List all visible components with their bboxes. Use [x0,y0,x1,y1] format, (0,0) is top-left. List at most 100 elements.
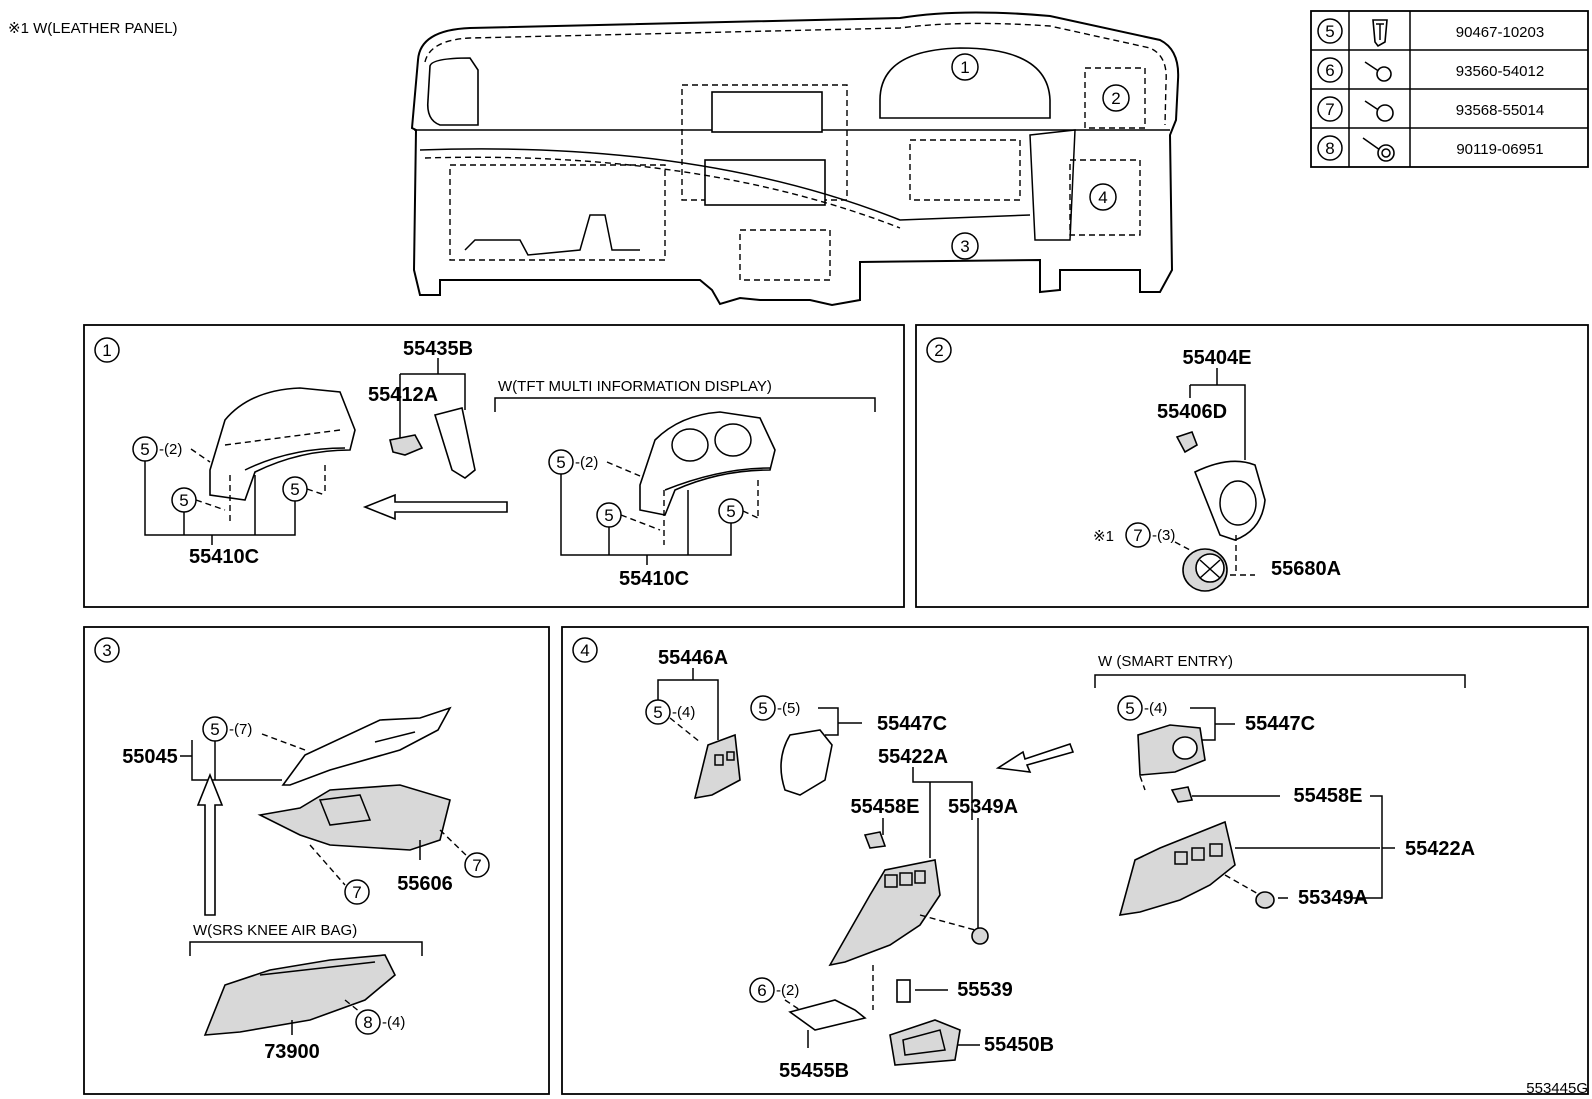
lower-cover-part [828,859,941,967]
cluster-panel-part [209,387,356,501]
callout-note-7-qty-3: ※1 7 -(3) [1093,522,1175,548]
bracket-part [788,999,867,1031]
leather-panel-note: ※1 W(LEATHER PANEL) [8,20,178,37]
part-label-55606: 55606 [397,873,453,895]
callout-5: 5 [596,502,622,528]
svg-text:-(4): -(4) [382,1014,405,1031]
svg-text:5: 5 [1325,22,1334,41]
callout-7: 7 [344,879,370,905]
svg-text:3: 3 [960,237,969,256]
svg-text:-(3): -(3) [1152,527,1175,544]
part-label-55435B: 55435B [403,338,473,360]
diagram-id: 553445G [1526,1080,1588,1097]
fastener-row-7: 7 93568-55014 [1317,96,1544,122]
panel-id: 1 [102,341,111,360]
screw-icon [1364,100,1394,122]
part-label-55410C: 55410C [619,568,689,590]
arrow-left [995,742,1075,773]
svg-text:7: 7 [1325,100,1334,119]
svg-text:7: 7 [472,856,481,875]
svg-text:6: 6 [757,981,766,1000]
svg-text:6: 6 [1325,61,1334,80]
fastener-part-number: 93568-55014 [1456,102,1544,119]
cluster-panel-tft-part [639,411,776,516]
callout-5-qty-2: 5 -(2) [548,449,598,475]
vent-bezel-part [1193,460,1266,541]
part-label-55680A: 55680A [1271,558,1341,580]
detail-panel-1: 1 5 -(2) 5 5 55410C 55435B 55412A [83,324,905,608]
arrow-up [196,772,224,916]
part-label-73900: 73900 [264,1041,320,1063]
part-label-55410C: 55410C [189,546,259,568]
svg-text:1: 1 [960,58,969,77]
lower-panel-part [281,706,452,786]
svg-text:5: 5 [726,502,735,521]
callout-5-qty-2: 5 -(2) [132,436,182,462]
svg-text:※1: ※1 [1093,528,1114,545]
part-label-55447C: 55447C [877,713,947,735]
panel-id: 4 [580,641,589,660]
callout-5: 5 [282,476,308,502]
variant-label-smart-entry: W (SMART ENTRY) [1098,653,1233,670]
variant-label-tft: W(TFT MULTI INFORMATION DISPLAY) [498,378,772,395]
fastener-row-8: 8 90119-06951 [1317,135,1544,162]
callout-5: 5 [171,487,197,513]
svg-text:8: 8 [1325,139,1334,158]
callout-6-qty-2: 6 -(2) [749,977,799,1003]
knee-airbag-part [203,954,396,1036]
glove-box-part [257,784,451,851]
fastener-row-6: 6 93560-54012 [1317,57,1544,83]
variant-label-knee-airbag: W(SRS KNEE AIR BAG) [193,922,357,939]
svg-text:-(4): -(4) [672,704,695,721]
svg-text:2: 2 [1111,89,1120,108]
svg-text:-(7): -(7) [229,721,252,738]
callout-5-qty-5: 5 -(5) [750,695,800,721]
part-label-55045: 55045 [122,746,178,768]
pocket-part [889,1019,961,1066]
clip-icon [1372,19,1388,48]
fastener-part-number: 93560-54012 [1456,63,1544,80]
part-label-55404E: 55404E [1183,347,1252,369]
part-label-55422A: 55422A [878,746,948,768]
part-label-55458E: 55458E [1294,785,1363,807]
panel-id: 2 [934,341,943,360]
svg-text:5: 5 [140,440,149,459]
detail-panel-4: 4 55446A 5 -(4) 5 -(5) 55447C 55422A 554 [561,626,1589,1095]
svg-text:-(4): -(4) [1144,700,1167,717]
panel-id: 3 [102,641,111,660]
svg-text:5: 5 [604,506,613,525]
svg-text:5: 5 [179,491,188,510]
switch-panel-part [693,733,741,800]
part-label-55447C: 55447C [1245,713,1315,735]
svg-text:8: 8 [363,1013,372,1032]
cover-part [780,729,833,796]
svg-text:-(5): -(5) [777,700,800,717]
part-label-55450B: 55450B [984,1034,1054,1056]
svg-text:7: 7 [1133,526,1142,545]
fastener-part-number: 90467-10203 [1456,24,1544,41]
part-label-55406D: 55406D [1157,401,1227,423]
bolt-icon [1362,137,1395,162]
part-label-55422A: 55422A [1405,838,1475,860]
fastener-row-5: 5 90467-10203 [1317,18,1544,48]
overview-callout-4: 4 [1089,183,1117,211]
arrow-left [362,493,508,521]
overview-callout-1: 1 [951,53,979,81]
part-label-55349A: 55349A [1298,887,1368,909]
screw-icon [1364,61,1392,82]
part-label-55539: 55539 [957,979,1013,1001]
svg-text:5: 5 [290,480,299,499]
overview-callout-3: 3 [951,232,979,260]
detail-panel-2: 2 55404E 55406D ※1 7 -(3) 55680A [915,324,1589,608]
callout-8-qty-4: 8 -(4) [355,1009,405,1035]
svg-text:5: 5 [1125,699,1134,718]
part-label-55455B: 55455B [779,1060,849,1082]
svg-text:5: 5 [556,453,565,472]
svg-text:7: 7 [352,883,361,902]
svg-text:5: 5 [653,703,662,722]
callout-5-qty-4: 5 -(4) [1117,695,1167,721]
part-label-55349A: 55349A [948,796,1018,818]
part-label-55412A: 55412A [368,384,438,406]
svg-text:5: 5 [210,720,219,739]
